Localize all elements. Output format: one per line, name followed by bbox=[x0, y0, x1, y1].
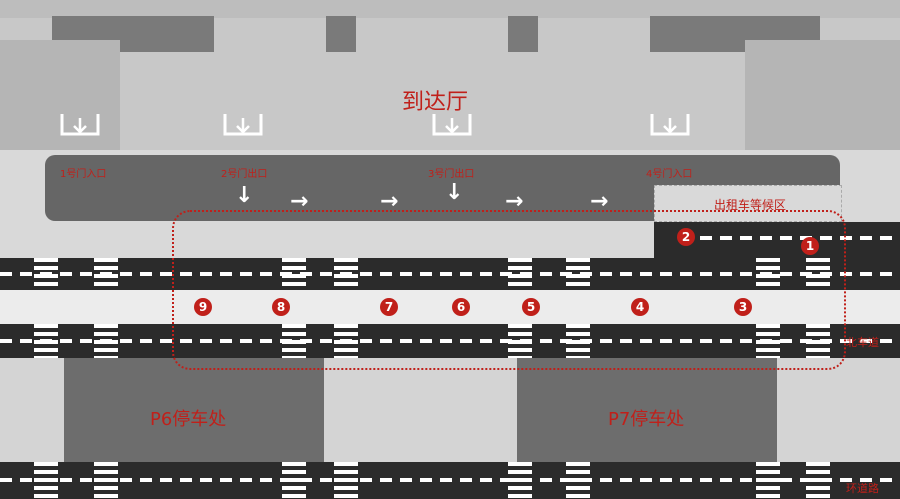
crosswalk bbox=[34, 258, 58, 290]
crosswalk bbox=[756, 462, 780, 499]
crosswalk bbox=[566, 324, 590, 358]
crosswalk bbox=[508, 324, 532, 358]
lane-marking bbox=[700, 236, 895, 240]
lane-marking bbox=[0, 272, 900, 276]
pickup-point-8: 8 bbox=[272, 298, 290, 316]
gate-2 bbox=[221, 112, 265, 146]
crosswalk bbox=[806, 462, 830, 499]
arrival-hall-title: 到达厅 bbox=[401, 90, 468, 115]
taxi-lane bbox=[654, 222, 900, 258]
parking-p6 bbox=[64, 358, 324, 462]
crosswalk bbox=[282, 258, 306, 290]
gate-3 bbox=[430, 112, 474, 146]
pickup-point-3: 3 bbox=[734, 298, 752, 316]
crosswalk bbox=[806, 258, 830, 290]
crosswalk bbox=[508, 462, 532, 499]
taxi-waiting-label: 出租车等候区 bbox=[713, 198, 786, 212]
right-arrow-icon: → bbox=[380, 189, 399, 214]
pickup-zone-boundary bbox=[172, 210, 846, 370]
pickup-point-1: 1 bbox=[801, 237, 819, 255]
terminal-roof bbox=[0, 0, 900, 18]
pickup-point-7: 7 bbox=[380, 298, 398, 316]
gate-1 bbox=[58, 112, 102, 146]
crosswalk bbox=[94, 324, 118, 358]
terminal-wing-right bbox=[745, 40, 900, 150]
gate-1-label: 1号门入口 bbox=[60, 169, 107, 180]
crosswalk bbox=[756, 258, 780, 290]
gate-4 bbox=[648, 112, 692, 146]
road-name-north-lane: 北车道 bbox=[846, 336, 879, 349]
terminal-wing-left bbox=[0, 40, 120, 150]
crosswalk bbox=[94, 462, 118, 499]
right-arrow-icon: → bbox=[590, 189, 609, 214]
parking-p7-label: P7停车处 bbox=[608, 409, 685, 430]
crosswalk bbox=[94, 258, 118, 290]
road-name-ring-road: 环道路 bbox=[846, 482, 879, 495]
crosswalk bbox=[34, 324, 58, 358]
down-arrow-icon: ↓ bbox=[235, 183, 254, 208]
crosswalk bbox=[282, 324, 306, 358]
right-arrow-icon: → bbox=[505, 189, 524, 214]
down-arrow-icon: ↓ bbox=[445, 180, 464, 205]
crosswalk bbox=[334, 324, 358, 358]
door-arrow-icon bbox=[650, 114, 690, 136]
crosswalk bbox=[756, 324, 780, 358]
gate-2-label: 2号门出口 bbox=[221, 169, 268, 180]
parking-p7 bbox=[517, 358, 777, 462]
pickup-point-4: 4 bbox=[631, 298, 649, 316]
lane-marking bbox=[0, 339, 900, 343]
crosswalk bbox=[806, 324, 830, 358]
gate-4-label: 4号门入口 bbox=[646, 169, 693, 180]
crosswalk bbox=[566, 462, 590, 499]
pickup-point-2: 2 bbox=[677, 228, 695, 246]
right-arrow-icon: → bbox=[290, 189, 309, 214]
crosswalk bbox=[334, 462, 358, 499]
lane-marking bbox=[0, 478, 900, 482]
crosswalk bbox=[282, 462, 306, 499]
crosswalk bbox=[334, 258, 358, 290]
taxi-waiting-area bbox=[654, 185, 842, 222]
crosswalk bbox=[566, 258, 590, 290]
building-block bbox=[326, 16, 356, 52]
pickup-point-9: 9 bbox=[194, 298, 212, 316]
crosswalk bbox=[508, 258, 532, 290]
door-arrow-icon bbox=[60, 114, 100, 136]
pickup-point-6: 6 bbox=[452, 298, 470, 316]
crosswalk bbox=[34, 462, 58, 499]
door-arrow-icon bbox=[223, 114, 263, 136]
parking-p6-label: P6停车处 bbox=[150, 409, 227, 430]
gate-3-label: 3号门出口 bbox=[428, 169, 475, 180]
building-block bbox=[508, 16, 538, 52]
door-arrow-icon bbox=[432, 114, 472, 136]
pickup-point-5: 5 bbox=[522, 298, 540, 316]
